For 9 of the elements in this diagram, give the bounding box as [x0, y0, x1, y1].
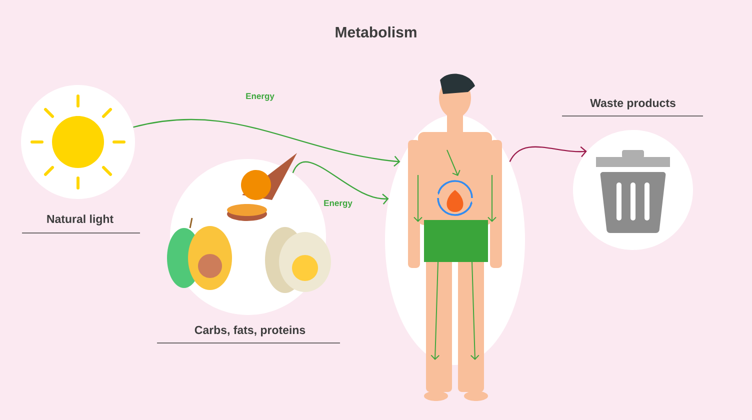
edge-label: Energy — [244, 92, 276, 102]
arrow — [509, 146, 587, 162]
node-label: Carbs, fats, proteins — [156, 326, 340, 344]
arrow — [292, 162, 389, 204]
edge-label: Energy — [322, 199, 354, 209]
node-label: Natural light — [22, 214, 140, 234]
arrow — [133, 119, 400, 167]
node-label: Waste products — [562, 98, 704, 116]
title: Metabolism — [336, 26, 416, 38]
